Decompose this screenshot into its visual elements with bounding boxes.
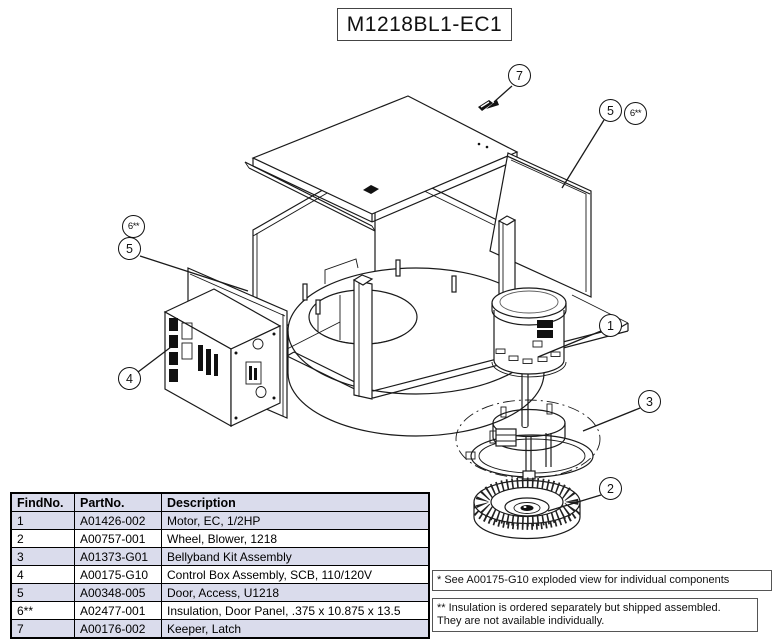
cell-partno: A00348-005 xyxy=(74,583,162,602)
control-box xyxy=(163,288,282,428)
leader-lines xyxy=(137,85,641,512)
callout-4: 4 xyxy=(118,367,141,390)
cell-findno: 1 xyxy=(10,511,75,530)
center-post xyxy=(352,274,374,400)
callout-7: 7 xyxy=(508,64,531,87)
cell-findno: 6** xyxy=(10,601,75,620)
callout-5-right: 5 xyxy=(599,99,622,122)
cell-partno: A00757-001 xyxy=(74,529,162,548)
motor xyxy=(491,287,567,428)
lid-latch xyxy=(363,185,379,194)
cell-findno: 2 xyxy=(10,529,75,548)
table-row: 7 A00176-002 Keeper, Latch xyxy=(10,619,430,639)
cell-findno: 7 xyxy=(10,619,75,639)
cell-description: Door, Access, U1218 xyxy=(161,583,430,602)
callout-6-left: 6** xyxy=(122,215,145,238)
cell-partno: A02477-001 xyxy=(74,601,162,620)
callout-1: 1 xyxy=(599,314,622,337)
callout-2: 2 xyxy=(599,477,622,500)
corner-post xyxy=(497,215,517,303)
table-row: 4 A00175-G10 Control Box Assembly, SCB, … xyxy=(10,565,430,584)
header-partno: PartNo. xyxy=(74,492,162,512)
table-row: 5 A00348-005 Door, Access, U1218 xyxy=(10,583,430,602)
callout-6-right: 6** xyxy=(624,102,647,125)
header-findno: FindNo. xyxy=(10,492,75,512)
parts-table: FindNo. PartNo. Description 1 A01426-002… xyxy=(10,492,430,639)
cell-partno: A00176-002 xyxy=(74,619,162,639)
table-row: 3 A01373-G01 Bellyband Kit Assembly xyxy=(10,547,430,566)
cell-description: Wheel, Blower, 1218 xyxy=(161,529,430,548)
blower-wheel xyxy=(473,477,581,540)
keeper-latch-part xyxy=(478,100,493,111)
top-panel xyxy=(244,95,519,232)
standoff-pins xyxy=(302,259,457,315)
cell-partno: A01426-002 xyxy=(74,511,162,530)
header-description: Description xyxy=(161,492,430,512)
cell-partno: A01373-G01 xyxy=(74,547,162,566)
cell-description: Control Box Assembly, SCB, 110/120V xyxy=(161,565,430,584)
table-row: 2 A00757-001 Wheel, Blower, 1218 xyxy=(10,529,430,548)
cell-description: Bellyband Kit Assembly xyxy=(161,547,430,566)
exploded-view-diagram xyxy=(137,85,641,540)
footnote-asterisk: * See A00175-G10 exploded view for indiv… xyxy=(432,570,772,591)
page-title: M1218BL1-EC1 xyxy=(346,12,503,36)
cell-description: Insulation, Door Panel, .375 x 10.875 x … xyxy=(161,601,430,620)
table-header-row: FindNo. PartNo. Description xyxy=(10,492,430,512)
diagram-title-box: M1218BL1-EC1 xyxy=(337,8,512,41)
callout-3: 3 xyxy=(638,390,661,413)
footnote-double-asterisk: ** Insulation is ordered separately but … xyxy=(432,598,758,632)
table-row: 1 A01426-002 Motor, EC, 1/2HP xyxy=(10,511,430,530)
table-row: 6** A02477-001 Insulation, Door Panel, .… xyxy=(10,601,430,620)
callout-5-left: 5 xyxy=(118,237,141,260)
cell-partno: A00175-G10 xyxy=(74,565,162,584)
cell-description: Keeper, Latch xyxy=(161,619,430,639)
cell-findno: 3 xyxy=(10,547,75,566)
cell-description: Motor, EC, 1/2HP xyxy=(161,511,430,530)
cell-findno: 5 xyxy=(10,583,75,602)
cell-findno: 4 xyxy=(10,565,75,584)
